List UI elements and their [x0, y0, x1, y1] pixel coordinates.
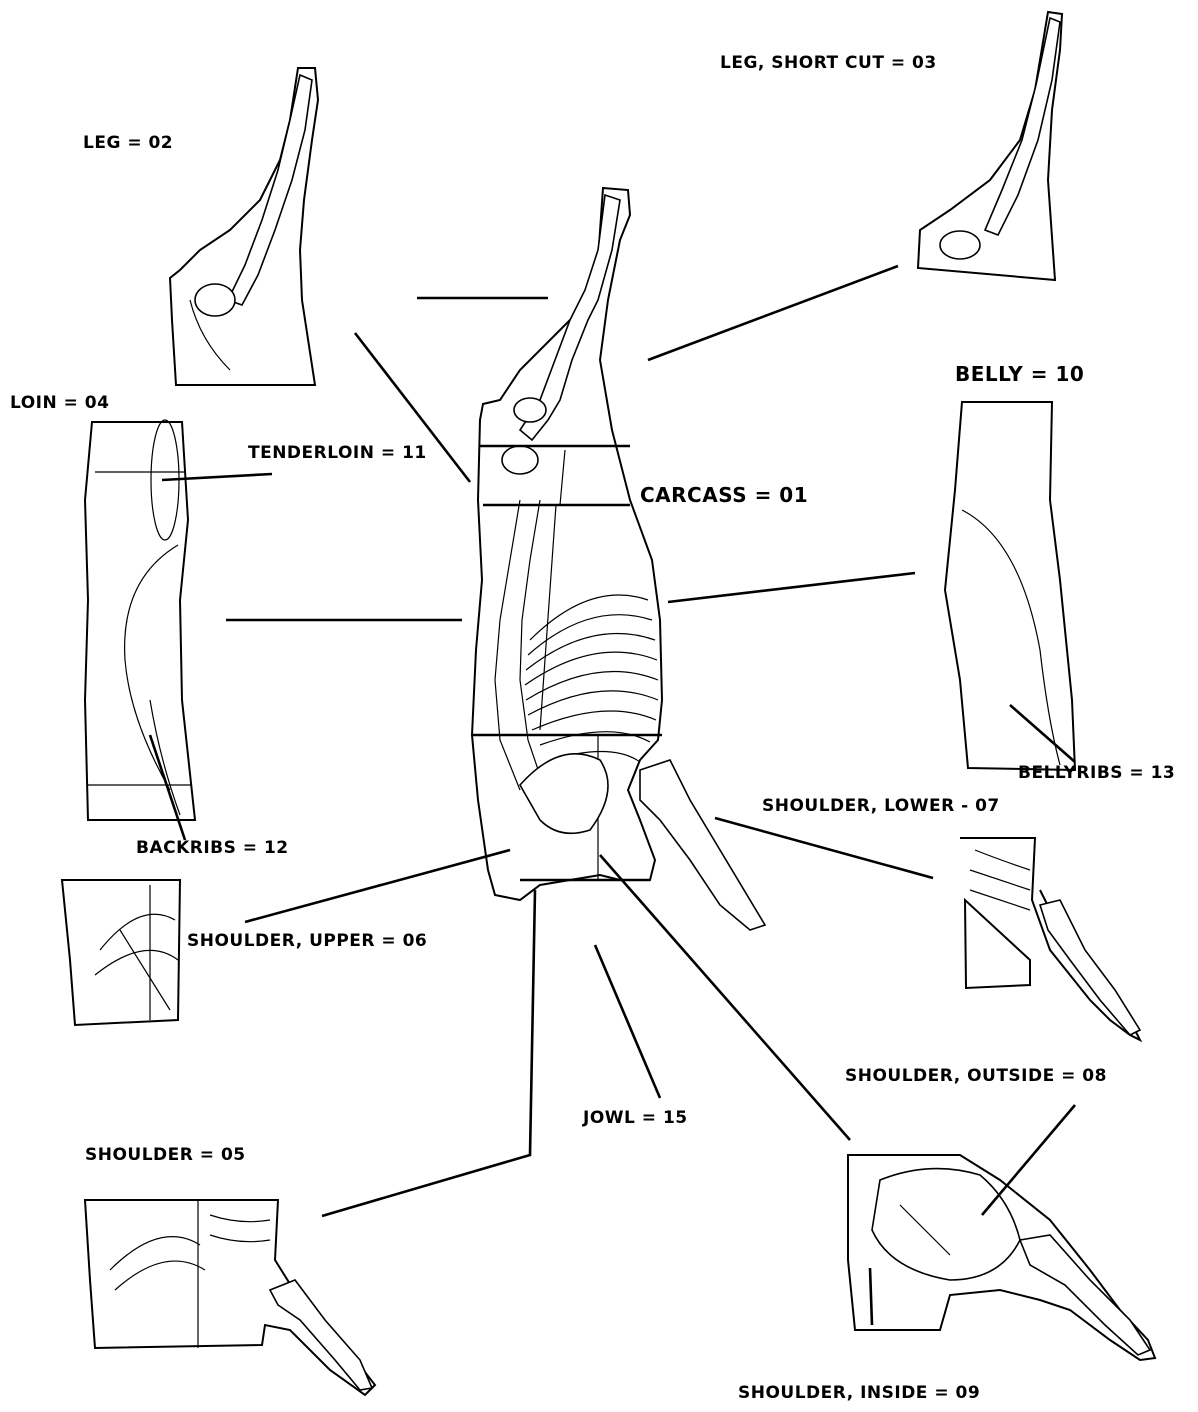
shoulder-lower-drawing [960, 838, 1140, 1040]
leg-cut-drawing [170, 68, 318, 385]
label-bellyribs: BELLYRIBS = 13 [1018, 765, 1175, 782]
label-leg: LEG = 02 [83, 135, 173, 152]
label-shoulder-inside: SHOULDER, INSIDE = 09 [738, 1385, 980, 1402]
label-shoulder: SHOULDER = 05 [85, 1147, 246, 1164]
label-shoulder-outside: SHOULDER, OUTSIDE = 08 [845, 1068, 1107, 1085]
label-backribs: BACKRIBS = 12 [136, 840, 289, 857]
backribs-drawing [62, 880, 180, 1025]
label-carcass: CARCASS = 01 [640, 485, 808, 505]
label-jowl: JOWL = 15 [583, 1110, 688, 1127]
label-tenderloin: TENDERLOIN = 11 [248, 445, 427, 462]
label-leg-short-cut: LEG, SHORT CUT = 03 [720, 55, 937, 72]
label-shoulder-upper: SHOULDER, UPPER = 06 [187, 933, 427, 950]
belly-drawing [945, 402, 1075, 770]
label-loin: LOIN = 04 [10, 395, 109, 412]
label-belly: BELLY = 10 [955, 364, 1084, 384]
leg-short-cut-drawing [918, 12, 1062, 280]
shoulder-outside-drawing [848, 1155, 1155, 1360]
label-shoulder-lower: SHOULDER, LOWER - 07 [762, 798, 1000, 815]
shoulder-drawing [85, 1200, 375, 1395]
